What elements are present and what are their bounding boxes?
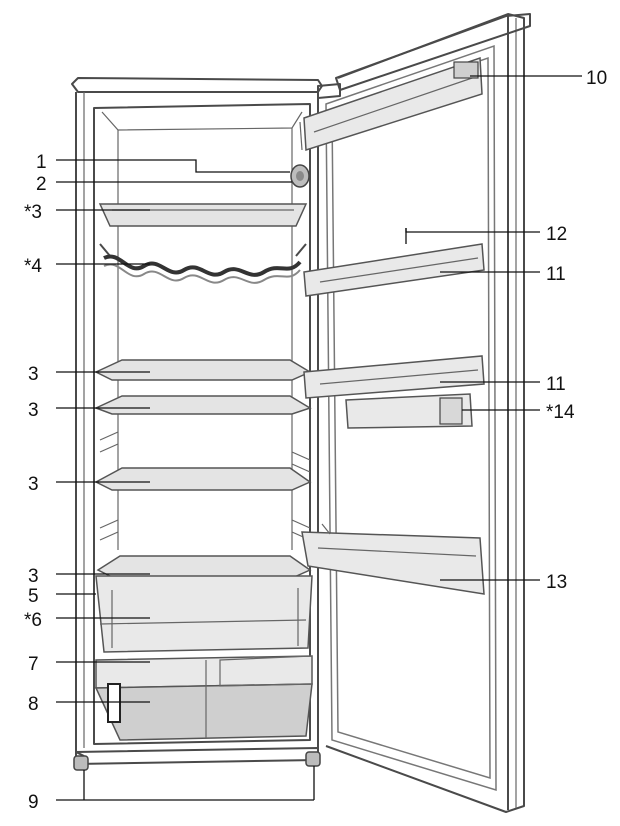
callout-12: 12 [546,224,567,245]
door [325,13,531,813]
shelf-rails [99,431,311,541]
callout-7: 7 [28,654,39,675]
glass-shelf-3 [94,467,312,491]
crisper-drawer [95,575,313,653]
glass-shelf-2 [94,395,312,415]
callout-10: 10 [586,68,607,89]
callout-3-shelf-2: 3 [28,400,39,421]
callout-8: 8 [28,694,39,715]
callout-14: *14 [546,402,575,423]
callout-4: *4 [24,256,42,277]
callout-labels: 1 2 *3 *4 3 3 3 3 5 *6 7 8 9 10 12 11 11… [24,68,607,813]
callout-3-shelf-1: 3 [28,364,39,385]
callout-5: 5 [28,586,39,607]
callout-11-middle: 11 [546,374,566,395]
door-shelf-upper [303,243,485,297]
door-bottle-shelf [301,523,485,595]
wine-rack [99,243,307,284]
top-shelf [98,203,308,227]
door-top-compartment [299,56,483,152]
door-shelf-middle [303,355,485,399]
callout-11-upper: 11 [546,264,566,285]
thermostat-knob [290,164,310,188]
callout-1: 1 [36,152,47,173]
callout-6: *6 [24,610,42,631]
leveling-feet [73,751,321,771]
callout-9: 9 [28,792,39,813]
callout-13: 13 [546,572,567,593]
callout-3-shelf-4: 3 [28,566,39,587]
glass-shelf-1 [94,359,312,381]
callout-3-top: *3 [24,202,42,223]
leader-lines [56,75,582,801]
callout-2: 2 [36,174,47,195]
door-egg-holder [345,393,473,429]
crisper-shelf [96,555,312,579]
lower-drawer [94,655,313,741]
callout-3-shelf-3: 3 [28,474,39,495]
